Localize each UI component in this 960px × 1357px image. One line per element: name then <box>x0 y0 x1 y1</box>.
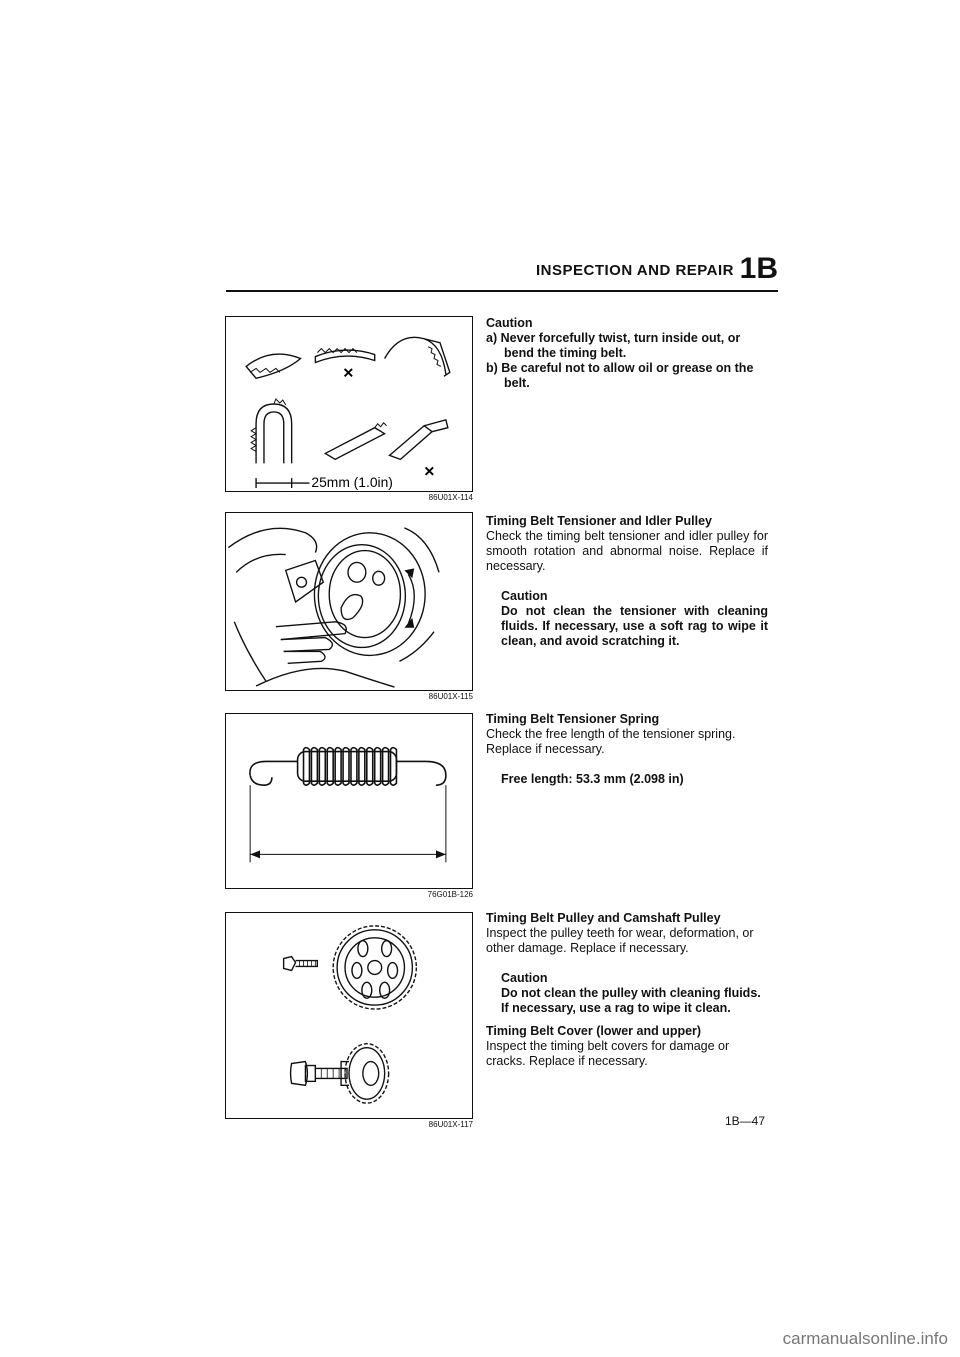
watermark: carmanualsonline.info <box>782 1329 948 1348</box>
caution-heading: Caution <box>486 316 533 330</box>
figure-code: 76G01B-126 <box>427 890 473 899</box>
belt-dimension-label: 25mm (1.0in) <box>311 474 392 490</box>
tensioner-spring-section: Timing Belt Tensioner Spring Check the f… <box>486 712 768 787</box>
figure-tensioner-pulley <box>225 512 473 691</box>
belt-caution-block: Caution a) Never forcefully twist, turn … <box>486 316 768 391</box>
section-body: Inspect the pulley teeth for wear, defor… <box>486 926 754 955</box>
section-title: Timing Belt Cover (lower and upper) <box>486 1024 702 1038</box>
page-number: 1B—47 <box>724 1114 765 1128</box>
section-body: Inspect the timing belt covers for damag… <box>486 1039 730 1068</box>
caution-body: Do not clean the tensioner with cleaning… <box>501 604 768 648</box>
caution-item: b) Be careful not to allow oil or grease… <box>486 361 754 390</box>
figure-code: 86U01X-114 <box>428 493 473 502</box>
figure-code: 86U01X-115 <box>428 692 473 701</box>
caution-item: a) Never forcefully twist, turn inside o… <box>486 331 741 360</box>
figure-code: 86U01X-117 <box>428 1120 473 1129</box>
section-body: Check the free length of the tensioner s… <box>486 727 736 756</box>
pulleys-illustration <box>282 925 418 1104</box>
section-title: Timing Belt Tensioner Spring <box>486 712 660 726</box>
section-title: Timing Belt Pulley and Camshaft Pulley <box>486 911 721 925</box>
belt-handling-illustration: × × 25mm (1.0in) <box>245 336 451 490</box>
caution-body: Do not clean the pulley with cleaning fl… <box>501 986 761 1015</box>
section-title: Timing Belt Tensioner and Idler Pulley <box>486 514 712 528</box>
tensioner-spring-illustration <box>249 746 447 863</box>
page-header: INSPECTION AND REPAIR 1B <box>226 252 778 294</box>
figure-pulleys <box>225 912 473 1119</box>
header-title: INSPECTION AND REPAIR <box>535 262 734 279</box>
figure-tensioner-spring <box>225 713 473 889</box>
header-rule <box>226 290 778 292</box>
tensioner-idler-section: Timing Belt Tensioner and Idler Pulley C… <box>486 514 768 649</box>
figure-belt-handling: × × 25mm (1.0in) <box>225 316 473 492</box>
svg-text:×: × <box>343 362 353 382</box>
caution-heading: Caution <box>501 589 548 603</box>
header-section-code: 1B <box>739 252 778 285</box>
caution-heading: Caution <box>501 971 548 985</box>
spring-spec: Free length: 53.3 mm (2.098 in) <box>501 772 684 786</box>
svg-text:×: × <box>424 461 434 481</box>
section-body: Check the timing belt tensioner and idle… <box>486 529 768 573</box>
tensioner-pulley-illustration <box>227 527 440 688</box>
pulley-section: Timing Belt Pulley and Camshaft Pulley I… <box>486 911 768 1069</box>
